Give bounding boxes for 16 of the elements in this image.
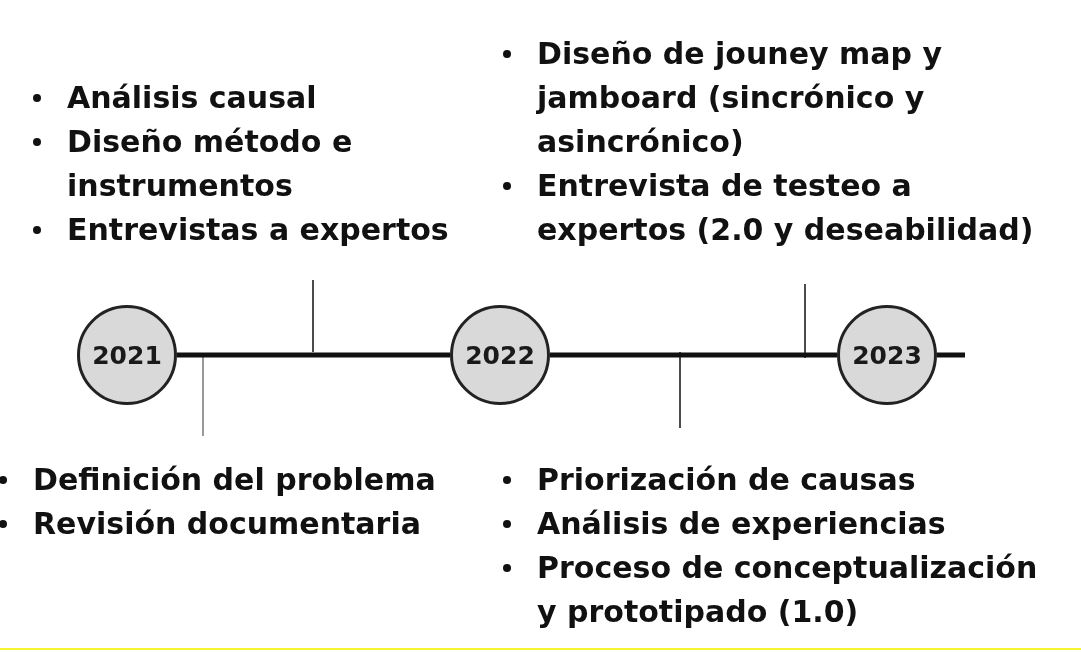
- year-label: 2022: [465, 340, 535, 370]
- milestone-text: Proceso de conceptualización y prototipado (1.0): [537, 549, 1039, 631]
- year-label: 2023: [852, 340, 922, 370]
- milestone-text: Definición del problema: [33, 461, 437, 499]
- milestone-text: Análisis causal: [67, 79, 318, 117]
- year-label: 2021: [92, 340, 162, 370]
- milestone-text: Entrevista de testeo a expertos (2.0 y deseabilidad): [537, 167, 1035, 249]
- milestone-text: Entrevistas a expertos: [67, 211, 450, 249]
- milestone-text: Diseño método e instrumentos: [67, 123, 354, 205]
- milestone-text: Priorización de causas: [537, 461, 917, 499]
- milestone-text: Diseño de jouney map y jamboard (sincrónico y asincrónico): [537, 35, 943, 161]
- timeline-line: [937, 352, 965, 358]
- milestone-text: Revisión documentaria: [33, 505, 422, 543]
- timeline-line: [177, 352, 450, 358]
- timeline-line: [550, 352, 837, 358]
- milestone-text: Análisis de experiencias: [537, 505, 947, 543]
